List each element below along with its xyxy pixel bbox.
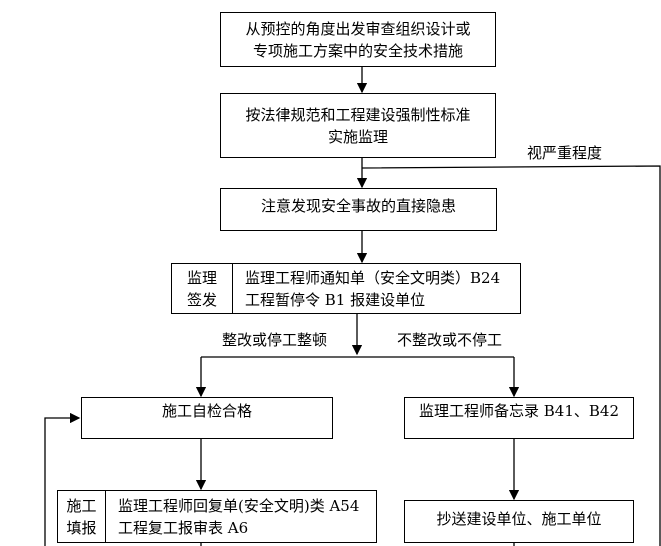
- step-find-hazards: 注意发现安全事故的直接隐患: [220, 188, 497, 231]
- step-text: 工程暂停令 B1 报建设单位: [245, 290, 426, 309]
- severity-label: 视严重程度: [527, 144, 603, 162]
- step-review-plan: 从预控的角度出发审查组织设计或专项施工方案中的安全技术措施: [220, 12, 496, 67]
- step-enforce-standards: 按法律规范和工程建设强制性标准实施监理: [220, 93, 496, 158]
- tag-text: 签发: [186, 290, 217, 309]
- step-text: 实施监理: [327, 127, 388, 146]
- step-text: 监理工程师回复单(安全文明)类 A54: [118, 496, 360, 515]
- step-contractor-report: 施工填报 监理工程师回复单(安全文明)类 A54 工程复工报审表 A6: [57, 490, 377, 543]
- no-rectify-label: 不整改或不停工: [397, 331, 503, 349]
- step-copy-to-units: 抄送建设单位、施工单位: [404, 500, 634, 543]
- step-text: 施工自检合格: [161, 402, 252, 420]
- step-text: 监理工程师通知单（安全文明类）B24: [245, 268, 501, 287]
- step-text: 专项施工方案中的安全技术措施: [252, 41, 463, 60]
- step-text: 从预控的角度出发审查组织设计或: [245, 19, 471, 38]
- step-text: 抄送建设单位、施工单位: [436, 509, 602, 528]
- step-text: 注意发现安全事故的直接隐患: [260, 196, 456, 215]
- tag-text: 填报: [66, 518, 97, 537]
- tag-text: 监理: [186, 268, 217, 287]
- step-supervisor-issue: 监理签发 监理工程师通知单（安全文明类）B24 工程暂停令 B1 报建设单位: [171, 263, 521, 314]
- step-text: 监理工程师备忘录 B41、B42: [419, 402, 619, 420]
- step-memo: 监理工程师备忘录 B41、B42: [404, 397, 634, 439]
- tag-text: 施工: [66, 496, 97, 515]
- step-self-check: 施工自检合格: [81, 397, 333, 439]
- step-text: 按法律规范和工程建设强制性标准: [245, 105, 471, 124]
- step-text: 工程复工报审表 A6: [118, 518, 249, 537]
- rectify-label: 整改或停工整顿: [222, 331, 328, 349]
